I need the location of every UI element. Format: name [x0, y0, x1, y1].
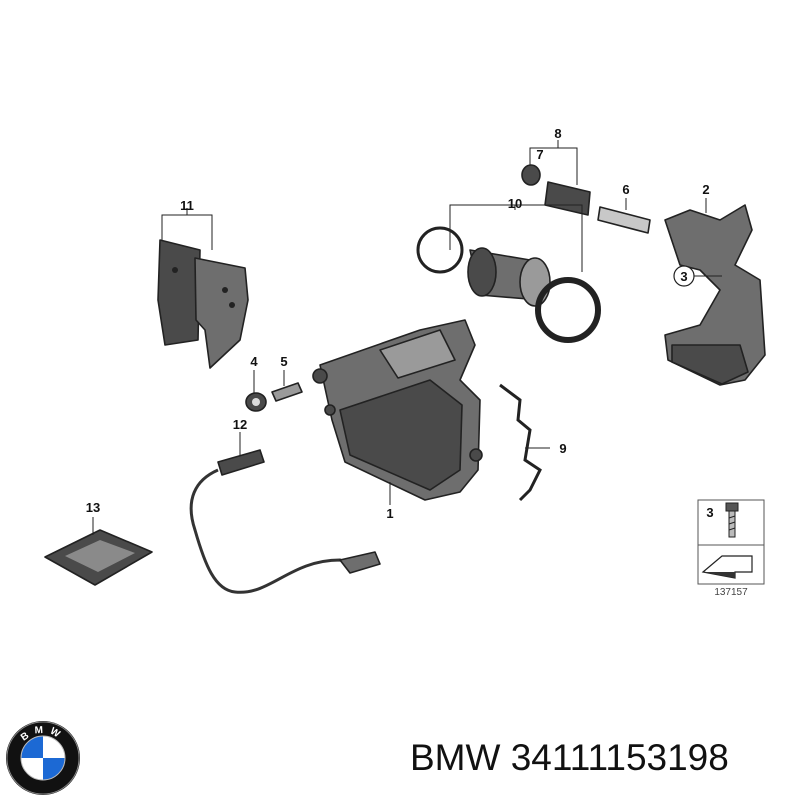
callout-labels: 1 2 4 5 6 7 8 9 10 11 12 13 3 — [86, 126, 710, 521]
callout-5: 5 — [280, 354, 287, 369]
brake-pad-set-drawing — [157, 239, 249, 369]
brake-wear-sensor-drawing — [189, 449, 381, 594]
guide-bushing-drawing — [245, 392, 267, 412]
callout-10: 10 — [508, 196, 522, 211]
part-number: 34111153198 — [510, 737, 729, 778]
grease-sachet-drawing — [44, 529, 153, 586]
callout-leaders — [92, 140, 722, 535]
arrow-icon — [701, 555, 753, 579]
dust-boot-drawing — [521, 164, 541, 186]
guide-pin-drawing — [597, 206, 651, 234]
callout-4: 4 — [250, 354, 258, 369]
caliper-carrier-drawing — [664, 204, 766, 386]
caliper-housing-drawing — [312, 319, 483, 501]
bleeder-screw-drawing — [271, 382, 303, 402]
legend-item-number: 3 — [706, 505, 713, 520]
piston-and-seal-set-drawing — [416, 226, 601, 343]
callout-12: 12 — [233, 417, 247, 432]
callout-1: 1 — [386, 506, 393, 521]
callout-13: 13 — [86, 500, 100, 515]
spring-clip-drawing — [499, 383, 542, 502]
callout-2: 2 — [702, 182, 709, 197]
legend-box: 3 137157 — [697, 499, 765, 598]
part-caption: BMW 34111153198 — [410, 737, 729, 779]
callout-7: 7 — [536, 147, 543, 162]
bmw-logo: BMW — [6, 721, 80, 795]
callout-11: 11 — [180, 198, 194, 213]
callout-3: 3 — [680, 269, 687, 284]
brand-name: BMW — [410, 737, 501, 778]
guide-sleeve-drawing — [544, 181, 591, 216]
callout-6: 6 — [622, 182, 629, 197]
callout-9: 9 — [559, 441, 566, 456]
bolt-icon — [725, 502, 739, 538]
reference-number: 137157 — [714, 587, 748, 598]
callout-8: 8 — [554, 126, 561, 141]
